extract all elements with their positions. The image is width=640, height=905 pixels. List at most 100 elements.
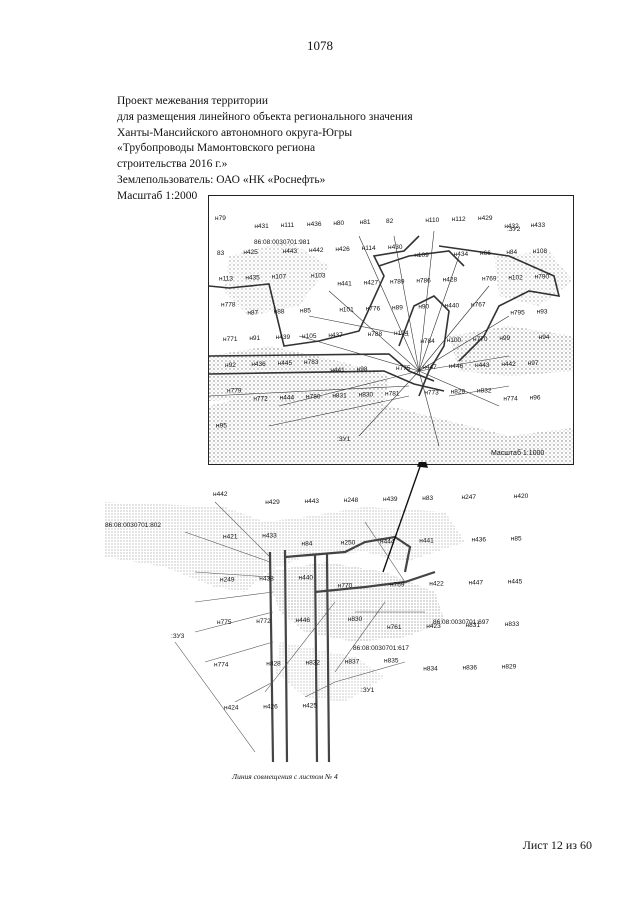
point-label: н96	[530, 395, 541, 402]
point-label: н429	[265, 499, 280, 506]
point-label: н105	[302, 333, 317, 340]
point-label: н95	[216, 422, 227, 429]
point-label: н434	[454, 251, 469, 258]
point-label: н442	[501, 361, 516, 368]
stipple-area	[209, 386, 573, 464]
point-label: н832	[306, 660, 321, 667]
point-label: н783	[304, 359, 319, 366]
point-label: н107	[272, 274, 287, 281]
point-label: н100	[447, 337, 462, 344]
point-label: н90	[418, 303, 429, 310]
point-label: н427	[364, 280, 379, 287]
point-label: н444	[280, 395, 295, 402]
point-label: н422	[429, 580, 444, 587]
point-label: н446	[449, 363, 464, 370]
point-label: н102	[508, 275, 523, 282]
point-label: н445	[278, 360, 293, 367]
main-map-drawing: 86:08:0030701:802 86:08:0030701:697 86:0…	[105, 462, 529, 763]
point-label: н770	[338, 582, 353, 589]
point-label: н832	[477, 388, 492, 395]
point-label: н114	[362, 245, 376, 252]
point-label: н441	[330, 367, 345, 374]
survey-lines	[174, 501, 425, 753]
point-label: н89	[392, 304, 403, 311]
point-label: н786	[416, 278, 431, 285]
point-label: н830	[348, 616, 363, 623]
point-label: н92	[225, 362, 236, 369]
point-label: н788	[368, 331, 383, 338]
parcel-boundaries	[268, 535, 436, 763]
point-label: н790	[535, 274, 550, 281]
point-label: н104	[394, 330, 409, 337]
point-label: н447	[422, 364, 437, 371]
stipple-area	[209, 346, 389, 406]
survey-lines	[209, 230, 510, 447]
inset-map-drawing: 86:08:0030701:981 :ЗУ2 :ЗУ1 Масштаб 1:10…	[209, 215, 573, 464]
header-line: строительства 2016 г.»	[117, 158, 228, 171]
main-map: 86:08:0030701:802 86:08:0030701:697 86:0…	[105, 462, 575, 782]
point-label: н113	[219, 276, 233, 283]
header-line: Ханты-Мансийского автономного округа-Югр…	[117, 126, 353, 139]
point-label: н835	[384, 658, 399, 665]
point-label: н831	[466, 622, 481, 629]
point-label: н250	[341, 540, 356, 547]
parcel-label: :ЗУ1	[337, 436, 351, 443]
point-label: н784	[420, 338, 435, 345]
page-number: 1078	[307, 38, 333, 53]
point-label: н437	[328, 332, 343, 339]
point-label: н112	[452, 216, 466, 223]
point-label: н778	[221, 301, 236, 308]
parcel-label: 86:08:0030701:697	[433, 619, 489, 626]
point-label: н85	[511, 536, 522, 543]
point-label: н769	[390, 581, 405, 588]
point-label: н247	[462, 494, 477, 501]
point-label: н439	[383, 496, 398, 503]
point-label: н834	[423, 666, 438, 673]
point-label: н426	[263, 703, 278, 710]
point-label: н774	[503, 396, 518, 403]
point-label: н109	[414, 252, 429, 259]
point-label: н442	[309, 247, 324, 254]
point-label: н248	[344, 497, 359, 504]
point-label: н829	[451, 389, 466, 396]
point-label: н426	[335, 246, 350, 253]
header-line: Масштаб 1:2000	[117, 189, 198, 202]
point-label: н84	[506, 249, 517, 256]
sheet-number: Лист 12 из 60	[522, 838, 592, 852]
point-label: н111	[281, 222, 295, 229]
point-label: н101	[339, 306, 354, 313]
point-label: н831	[332, 393, 347, 400]
point-label: н442	[213, 491, 228, 498]
point-label: н83	[422, 495, 433, 502]
point-label: н436	[472, 537, 487, 544]
inset-labels: 86:08:0030701:981 :ЗУ2 :ЗУ1 Масштаб 1:10…	[254, 226, 544, 457]
point-label: н94	[539, 334, 550, 341]
point-label: н767	[471, 301, 486, 308]
point-label: н780	[306, 394, 321, 401]
stipple-area	[494, 251, 573, 306]
point-label: н443	[305, 498, 320, 505]
parcel-boundaries	[209, 235, 561, 397]
point-label: н91	[249, 335, 260, 342]
parcel-label: :ЗУ1	[361, 687, 375, 694]
parcel-label: 86:08:0030701:981	[254, 239, 310, 246]
point-label: н445	[508, 578, 523, 585]
point-label: н87	[247, 309, 258, 316]
point-label: н836	[463, 665, 478, 672]
point-label: н440	[299, 574, 314, 581]
point-label: н435	[245, 275, 260, 282]
point-label: н779	[227, 388, 242, 395]
point-label: н795	[510, 309, 525, 316]
arrow-to-inset	[382, 462, 428, 573]
point-label: н828	[266, 661, 281, 668]
stipple-area	[105, 502, 465, 592]
point-label: н433	[531, 222, 546, 229]
point-label: н438	[259, 575, 274, 582]
point-label: н431	[254, 223, 269, 230]
point-label: н444	[380, 539, 395, 546]
point-label: н772	[253, 396, 268, 403]
point-label: н775	[217, 619, 232, 626]
parcel-label: 86:08:0030701:802	[105, 522, 161, 529]
